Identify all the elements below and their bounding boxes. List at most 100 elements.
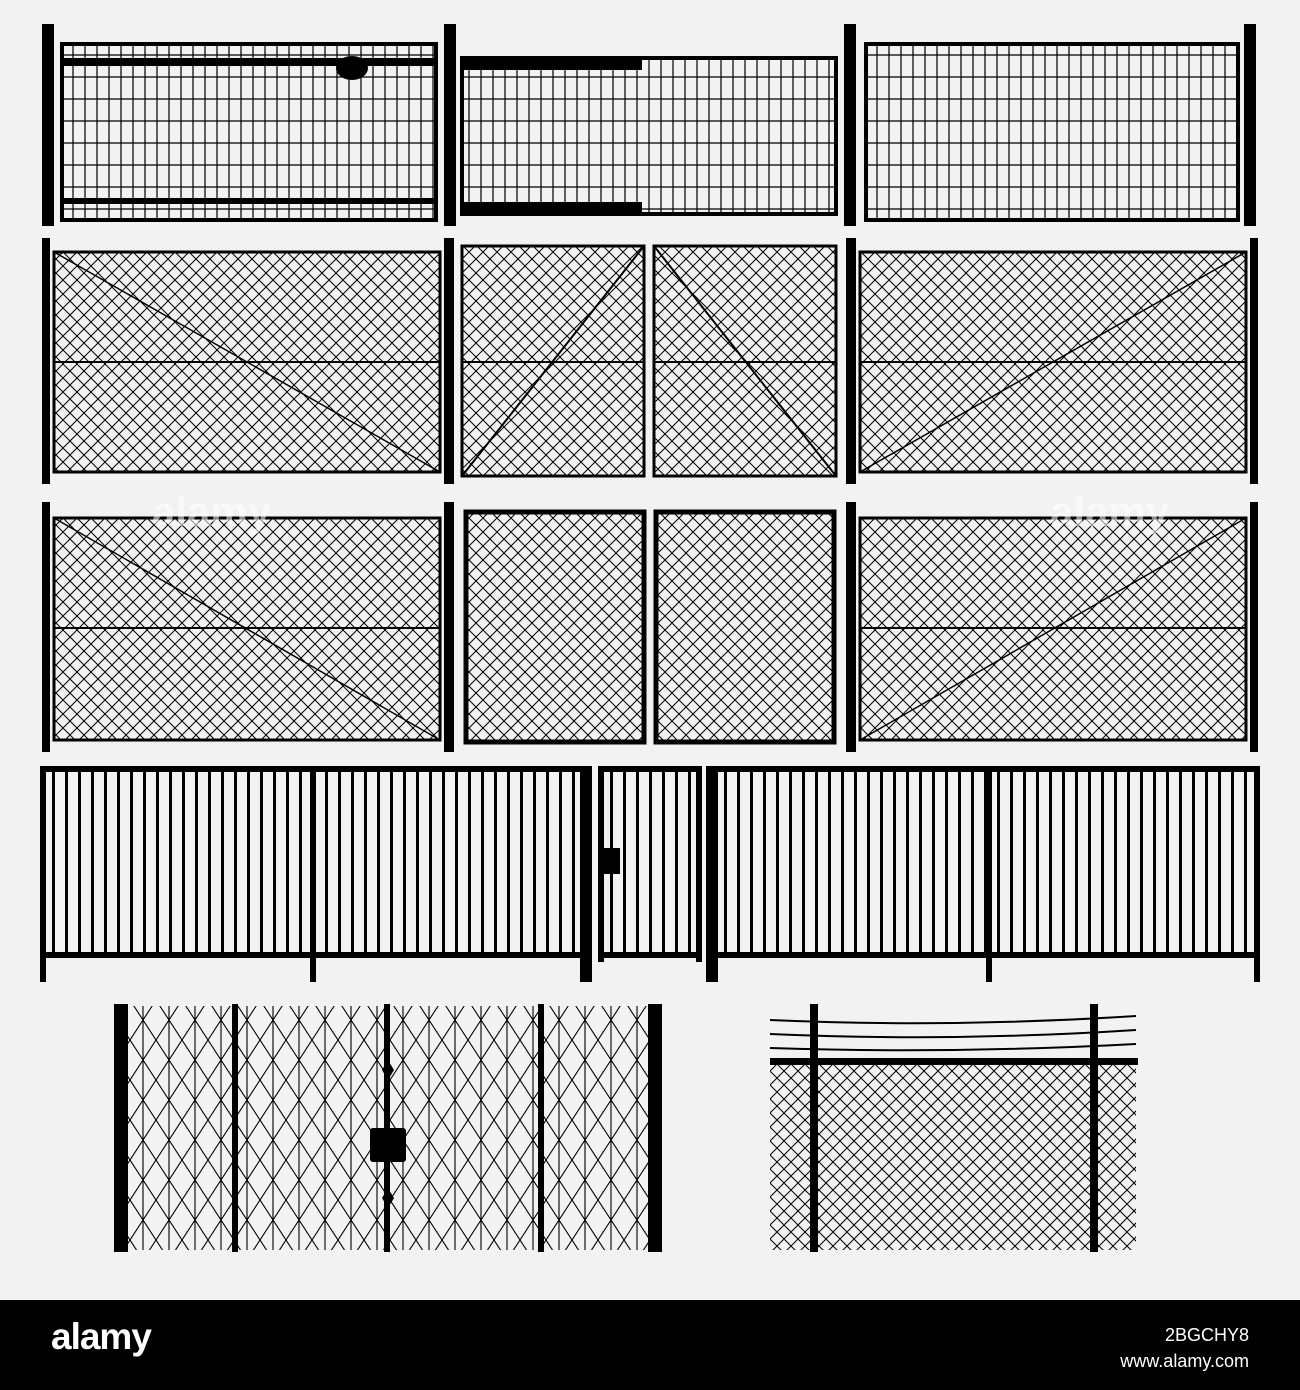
fence-bar — [1153, 770, 1156, 954]
fence-bar — [802, 770, 805, 954]
fence-bar — [1218, 770, 1221, 954]
fence-bar — [932, 770, 935, 954]
fence-bar — [494, 770, 497, 954]
fence-bar — [1244, 770, 1247, 954]
fence-bar — [143, 770, 146, 954]
fence-bar — [688, 770, 691, 954]
fence-bar — [1049, 770, 1052, 954]
fence-bar — [675, 770, 678, 954]
fence-bar — [971, 770, 974, 954]
fence-bar — [893, 770, 896, 954]
fence-bar — [763, 770, 766, 954]
chainlink-gate-row-1 — [42, 238, 1258, 484]
fence-bar — [636, 770, 639, 954]
fence-bar — [52, 770, 55, 954]
fence-bar — [789, 770, 792, 954]
fence-bar — [117, 770, 120, 954]
fence-bar — [481, 770, 484, 954]
fence-bar — [234, 770, 237, 954]
fence-bar — [815, 770, 818, 954]
fence-bar — [169, 770, 172, 954]
fence-bar — [195, 770, 198, 954]
fence-bar — [286, 770, 289, 954]
fence-bar — [455, 770, 458, 954]
fence-bar — [1023, 770, 1026, 954]
fence-bar — [984, 770, 987, 954]
folding-scissor-gate — [114, 1004, 662, 1252]
fence-bar — [1010, 770, 1013, 954]
fence-bar — [662, 770, 665, 954]
fence-bar — [1036, 770, 1039, 954]
fence-bar — [1101, 770, 1104, 954]
fence-bar — [299, 770, 302, 954]
fence-bar — [880, 770, 883, 954]
fence-bar — [750, 770, 753, 954]
fence-bar — [919, 770, 922, 954]
fence-bar — [403, 770, 406, 954]
fence-bar — [841, 770, 844, 954]
fence-bar — [416, 770, 419, 954]
fence-bar — [724, 770, 727, 954]
fence-bar — [1231, 770, 1234, 954]
fence-bar — [442, 770, 445, 954]
fence-bar — [1062, 770, 1065, 954]
fence-bar — [364, 770, 367, 954]
fence-bar — [828, 770, 831, 954]
barbed-wire-fence — [769, 1004, 1138, 1252]
fence-bar — [906, 770, 909, 954]
fence-bar — [997, 770, 1000, 954]
footer-bar: alamy 2BGCHY8 www.alamy.com — [0, 1300, 1300, 1390]
fence-bar — [351, 770, 354, 954]
bar-fence-row — [40, 766, 1260, 982]
fence-bar — [65, 770, 68, 954]
fence-bar — [1179, 770, 1182, 954]
fence-bar — [610, 770, 613, 954]
fence-bar — [1127, 770, 1130, 954]
fence-bar — [776, 770, 779, 954]
fence-bar — [221, 770, 224, 954]
fence-bar — [260, 770, 263, 954]
fence-bar — [104, 770, 107, 954]
fence-bar — [520, 770, 523, 954]
fence-bar — [182, 770, 185, 954]
fence-bar — [273, 770, 276, 954]
fence-bar — [1114, 770, 1117, 954]
fence-bar — [737, 770, 740, 954]
fence-bar — [1088, 770, 1091, 954]
site-url: www.alamy.com — [1120, 1351, 1249, 1371]
fence-bar — [559, 770, 562, 954]
image-id: 2BGCHY8 — [1164, 1325, 1249, 1345]
fence-bar — [208, 770, 211, 954]
fence-bar — [78, 770, 81, 954]
fence-bar — [854, 770, 857, 954]
fence-bar — [1140, 770, 1143, 954]
fence-bar — [958, 770, 961, 954]
fence-bar — [390, 770, 393, 954]
fence-bar — [546, 770, 549, 954]
fence-bar — [1166, 770, 1169, 954]
fence-bar — [649, 770, 652, 954]
fence-bar — [945, 770, 948, 954]
fence-bar — [533, 770, 536, 954]
fence-bar — [130, 770, 133, 954]
fence-bar — [91, 770, 94, 954]
fence-bar — [1075, 770, 1078, 954]
fence-bar — [247, 770, 250, 954]
image-meta: 2BGCHY8 www.alamy.com — [1120, 1322, 1249, 1374]
brand-logo: alamy — [51, 1316, 152, 1357]
fence-bar — [867, 770, 870, 954]
fence-bar — [1192, 770, 1195, 954]
fence-bar — [312, 770, 315, 954]
fence-bar — [156, 770, 159, 954]
fence-bar — [572, 770, 575, 954]
fence-bar — [338, 770, 341, 954]
welded-mesh-gate-row — [42, 24, 1256, 226]
fence-bar — [429, 770, 432, 954]
fence-bar — [623, 770, 626, 954]
chainlink-gate-row-2 — [42, 502, 1258, 752]
fence-gate-illustration — [40, 24, 1260, 1252]
fence-bar — [507, 770, 510, 954]
fence-bar — [377, 770, 380, 954]
fence-bar — [1205, 770, 1208, 954]
fence-bar — [325, 770, 328, 954]
